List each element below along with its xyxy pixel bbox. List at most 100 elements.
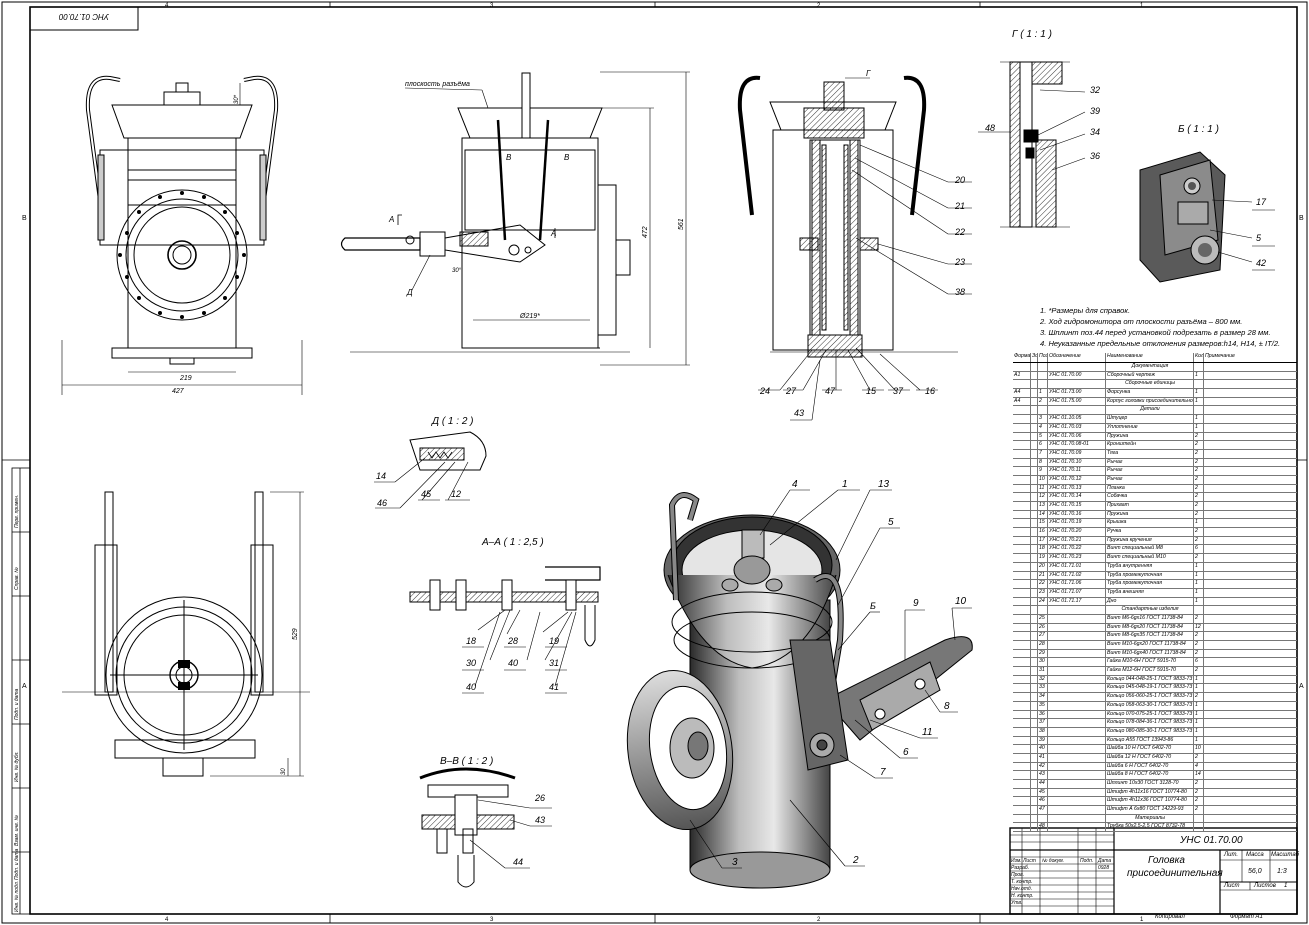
spec-cell [1204,485,1240,493]
spec-cell [1013,588,1031,597]
spec-cell: 2 [1194,632,1204,640]
sec-callout-21: 21 [954,201,965,211]
iso-callout-2: 2 [852,855,859,866]
tb-role-prov: Пров. [1011,872,1025,878]
spec-cell: 18 [1038,545,1048,554]
spec-cell [1048,675,1106,684]
spec-cell: Шайба 6 Н ГОСТ 6402-70 [1106,762,1194,771]
spec-cell [1031,727,1038,736]
tb-role-nachotd: Нач.отд. [1011,886,1033,892]
spec-cell: Рычаг [1106,458,1194,467]
spec-cell [1031,623,1038,632]
spec-cell: 35 [1038,701,1048,710]
sec-callout-15: 15 [866,386,877,396]
spec-cell: 2 [1194,667,1204,675]
zone-top-4: 4 [165,3,169,9]
spec-cell: 20 [1038,562,1048,571]
spec-cell: 33 [1038,684,1048,693]
spec-cell: Кольцо 045-048-19-1 ГОСТ 9833-73 [1107,684,1194,693]
spec-cell [1204,519,1240,527]
spec-cell [1204,424,1240,432]
spec-cell [1048,788,1106,797]
spec-cell [1013,458,1031,467]
spec-cell: Рычаг [1106,475,1194,484]
g-callout-36: 36 [1090,151,1100,161]
tb-scale-label: Масштаб [1271,852,1300,858]
tb-format: Формат А1 [1230,914,1263,920]
spec-cell [1031,641,1038,649]
spec-cell: 30 [1038,658,1048,667]
spec-cell [1204,823,1240,831]
spec-cell [1204,728,1240,736]
spec-cell [1048,693,1106,701]
spec-cell [1048,762,1106,771]
g-callout-32: 32 [1090,85,1100,95]
spec-cell [1013,536,1031,545]
section-view [737,75,958,358]
spec-cell [1031,441,1038,449]
stamp-sprav: Справ. № [14,567,20,590]
tb-row-list: Лист [1023,858,1036,864]
label-d: Д [406,288,413,297]
spec-cell: 22 [1038,580,1048,588]
spec-cell: А1 [1013,371,1031,380]
spec-cell [1013,449,1031,458]
sec-callout-27: 27 [785,386,797,396]
spec-cell [1204,493,1240,501]
spec-cell: 4 [1038,423,1048,432]
spec-cell [1048,814,1106,823]
spec-cell [1204,502,1240,510]
spec-cell [1013,641,1031,649]
spec-cell: 7 [1038,449,1048,458]
spec-cell: 25 [1038,614,1048,623]
spec-cell: УНС 01.70.06 [1048,432,1106,441]
spec-cell [1031,780,1038,788]
spec-cell: Кольцо 044-048-25-1 ГОСТ 9833-73 [1107,675,1194,684]
spec-cell: 6 [1194,658,1204,667]
spec-cell [1038,363,1048,371]
spec-cell: Детали [1106,406,1194,415]
spec-cell [1013,406,1031,415]
spec-cell [1013,632,1031,640]
spec-h-name: Наименование [1106,353,1194,362]
side-view [340,71,690,366]
inner-frame [29,6,1298,915]
spec-h-note: Примечание [1205,353,1235,359]
title-detail-vv: В–В ( 1 : 2 ) [440,756,493,767]
spec-cell: 1 [1194,580,1204,588]
spec-cell: 2 [1194,806,1204,814]
spec-cell: 1 [1194,397,1204,406]
spec-cell: Пружина [1106,510,1194,519]
b-callout-5: 5 [1256,233,1262,243]
spec-cell [1013,475,1031,484]
dim-472: 472 [642,226,649,238]
spec-cell: Шайба 8 Н ГОСТ 6402-70 [1106,771,1194,779]
spec-cell: 2 [1194,449,1204,458]
tb-mass-label: Масса [1246,852,1264,858]
spec-cell: Винт М10-6gx20 ГОСТ 11738-84 [1106,641,1194,649]
spec-cell: Стандартные изделия [1106,606,1194,614]
iso-callout-13: 13 [878,479,890,490]
spec-cell: Пружина кручения [1106,536,1194,545]
spec-cell [1204,737,1240,745]
zone-bot-3: 3 [490,917,494,923]
spec-cell [1031,658,1038,667]
spec-cell [1031,736,1038,745]
stamp-inv: Инв. № подл. [14,881,20,912]
spec-cell [1204,632,1240,640]
spec-cell [1031,363,1038,371]
spec-cell: УНС 01.70.13 [1048,484,1106,493]
spec-cell: Винт М8-6gx20 ГОСТ 11738-84 [1106,623,1194,632]
spec-cell [1031,588,1038,597]
zone-bot-1: 1 [1140,917,1144,923]
spec-cell [1204,745,1240,753]
tb-sheets-label: Листов [1254,883,1276,889]
spec-cell [1048,684,1106,693]
spec-cell: Шайба 10 Н ГОСТ 6402-70 [1106,745,1194,753]
